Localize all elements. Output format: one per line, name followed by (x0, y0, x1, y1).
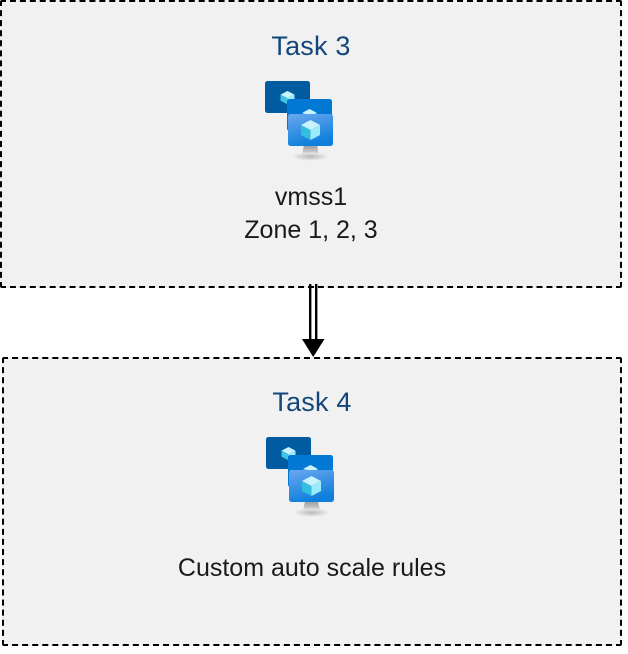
connector-arrow-task3-to-task4 (302, 284, 325, 357)
arrow-shaft-right (315, 284, 318, 340)
monitor-base (294, 508, 329, 517)
task-4-title: Task 4 (272, 387, 352, 417)
task-4-label-line-1: Custom auto scale rules (177, 554, 447, 582)
monitor-stand (303, 501, 320, 511)
front-cube (302, 476, 321, 496)
task-3-label-line-2: Zone 1, 2, 3 (244, 216, 378, 244)
task-3-title: Task 3 (271, 31, 351, 61)
task-4-card[interactable]: Task 4 (2, 357, 622, 646)
monitor-base (293, 152, 328, 161)
vm-scale-set-icon (266, 437, 334, 517)
task-3-label-line-1: vmss1 (274, 183, 348, 211)
monitor-stand (302, 145, 319, 155)
task-3-labels: vmss1 Zone 1, 2, 3 (244, 181, 377, 247)
task-4-labels: Custom auto scale rules (178, 552, 446, 585)
vm-scale-set-icon (265, 81, 333, 161)
arrow-shaft-left (309, 284, 312, 340)
task-3-card-content: Task 3 (2, 2, 620, 286)
front-cube (301, 120, 320, 140)
arrow-head (302, 339, 325, 357)
task-4-card-content: Task 4 (4, 359, 620, 644)
task-3-card[interactable]: Task 3 (0, 0, 622, 288)
